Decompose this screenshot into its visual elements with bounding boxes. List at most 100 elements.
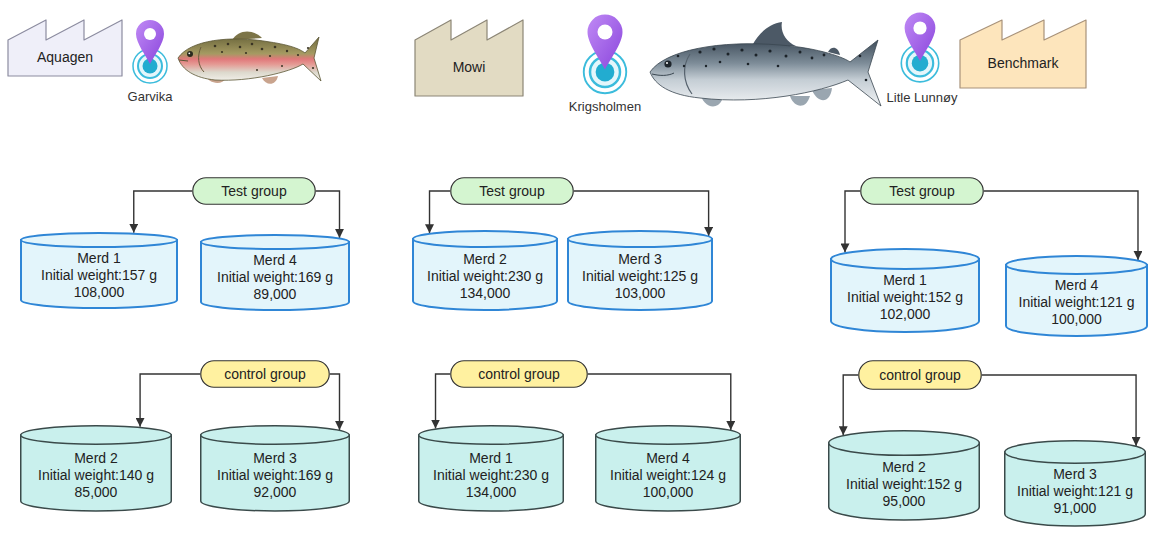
node-content: Test group [450,179,574,203]
group-arrow [316,191,340,238]
node-title: control group [478,366,560,383]
node-title: Merd 3 [1053,466,1097,483]
node-detail: Initial weight:152 g [846,476,962,493]
cylinder-body [201,435,350,511]
node-title: Mowi [453,59,486,76]
node-detail: Initial weight:124 g [610,467,726,484]
node-detail: Initial weight:140 g [38,467,154,484]
node-title: Merd 1 [883,272,927,289]
node-content: control group [858,362,982,388]
node-content: Merd 4Initial weight:124 g100,000 [595,447,741,503]
node-content: Merd 4Initial weight:121 g100,000 [1005,277,1148,328]
node-title: control group [224,366,306,383]
group-arrow [984,191,1138,260]
node-title: Merd 2 [74,450,118,467]
cylinder-body [201,242,349,310]
group-arrow [134,191,192,233]
factory-outline [960,20,1086,88]
node-content: Benchmark [960,42,1086,84]
group-pill: Test group [860,177,984,205]
node-outline [415,20,523,96]
pen-cylinder: Merd 4Initial weight:169 g89,000 [200,234,350,310]
node-title: control group [879,367,961,384]
cylinder-body [21,435,172,511]
node-content: Test group [860,179,984,203]
node-detail: Initial weight:121 g [1019,294,1135,311]
group-arrow [588,374,731,430]
pen-cylinder: Merd 4Initial weight:124 g100,000 [595,425,741,511]
cylinder-body [21,240,177,308]
node-detail: Initial weight:169 g [217,269,333,286]
node-content: Mowi [415,42,523,92]
cylinder-top [21,426,172,445]
node-title: Merd 3 [618,251,662,268]
node-title: Merd 2 [882,459,926,476]
cylinder-body [1006,265,1147,336]
pen-cylinder: Merd 3Initial weight:169 g92,000 [200,425,350,511]
cylinder-top [201,235,349,249]
cylinder-body [568,239,712,310]
trout-illustration [178,31,321,83]
node-content: Merd 1Initial weight:157 g108,000 [20,250,178,301]
node-detail: 102,000 [880,306,931,323]
node-detail: 95,000 [883,493,926,510]
node-detail: Initial weight:169 g [217,467,333,484]
node-content: Merd 2Initial weight:230 g134,000 [412,250,558,303]
group-arrow [982,375,1136,446]
pen-cylinder: Merd 3Initial weight:121 g91,000 [1004,440,1146,526]
cylinder-top [1006,256,1147,274]
cylinder-top [201,426,350,445]
salmon-illustration [650,22,881,106]
node-content: Aquagen [8,42,122,72]
group-arrow [436,374,450,429]
pen-cylinder: Merd 2Initial weight:140 g85,000 [20,425,172,511]
node-title: Merd 4 [646,450,690,467]
cylinder-top [1005,441,1146,464]
pen-cylinder: Merd 3Initial weight:125 g103,000 [567,230,713,310]
node-outline [8,20,122,76]
node-detail: Initial weight:125 g [582,268,698,285]
location-pin [133,20,167,83]
cylinder-top [21,233,177,247]
node-title: Aquagen [37,49,93,66]
node-title: Merd 2 [463,251,507,268]
group-arrow [574,191,709,236]
cylinder-top [413,231,557,247]
node-detail: 100,000 [1051,311,1102,328]
node-detail: Initial weight:152 g [847,289,963,306]
group-arrow [845,191,860,252]
group-pill: control group [450,360,588,388]
node-content: control group [200,362,330,386]
pen-cylinder: Merd 2Initial weight:152 g95,000 [828,430,980,520]
factory-node: Benchmark [960,20,1086,88]
group-pill: control group [200,360,330,388]
factory-node: Aquagen [8,20,122,76]
group-pill: control group [858,360,982,390]
node-outline [960,20,1086,88]
location-label: Garvika [128,89,173,105]
pill-outline [451,178,574,205]
node-content: Merd 2Initial weight:152 g95,000 [828,458,980,510]
node-detail: 103,000 [615,285,666,302]
node-detail: Initial weight:157 g [41,267,157,284]
factory-node: Mowi [415,20,523,96]
node-title: Test group [479,183,544,200]
group-pill: Test group [192,177,316,205]
node-detail: Initial weight:230 g [427,268,543,285]
node-detail: Initial weight:230 g [433,467,549,484]
pill-outline [861,178,984,205]
node-content: Merd 2Initial weight:140 g85,000 [20,447,172,503]
node-detail: 89,000 [254,286,297,303]
node-detail: 134,000 [466,484,517,501]
group-arrow [330,374,340,430]
group-pill: Test group [450,177,574,205]
cylinder-top [596,426,741,445]
node-detail: 85,000 [75,484,118,501]
pen-cylinder: Merd 1Initial weight:230 g134,000 [418,425,564,511]
node-detail: 134,000 [460,285,511,302]
pen-cylinder: Merd 1Initial weight:152 g102,000 [830,248,980,332]
location-label: Litle Lunnøy [887,90,958,106]
node-detail: 100,000 [643,484,694,501]
group-arrow [843,375,858,435]
